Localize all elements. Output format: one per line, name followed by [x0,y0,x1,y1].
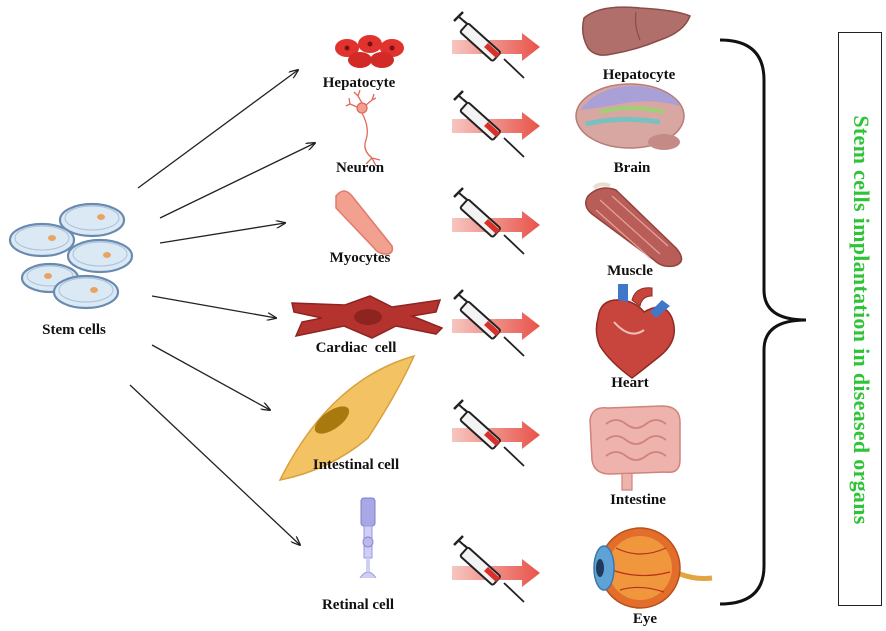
hepatocyte-cell-icon [335,35,404,68]
organ-label-intestine: Intestine [610,492,666,509]
neuron-cell-icon [346,90,380,166]
liver-icon [583,7,690,55]
myocyte-cell-icon [336,191,392,254]
organ-label-hepatocyte: Hepatocyte [603,67,675,84]
injection-row [452,400,540,466]
brain-icon [576,84,684,150]
retinal-cell-icon [360,498,376,578]
arrow-to-hepatocyte [138,70,298,188]
cell-label-neuron: Neuron [336,160,384,177]
grouping-brace [720,40,806,604]
stem-cells-dishes [10,204,132,308]
injection-row [452,188,540,254]
organ-label-eye: Eye [633,611,657,628]
petri-dish [10,224,74,256]
petri-dish [68,240,132,272]
petri-dish [54,276,118,308]
cell-label-myocytes: Myocytes [330,250,391,267]
injection-row [452,91,540,157]
intestine-icon [590,406,680,490]
cell-label-retinal: Retinal cell [322,597,394,614]
side-title: Stem cells implantation in diseased orga… [848,115,874,524]
heart-icon [596,284,674,378]
injection-row [452,290,540,356]
arrow-to-myocytes [160,223,285,243]
injection-row [452,12,540,78]
eye-icon [594,528,712,608]
side-title-box: Stem cells implantation in diseased orga… [838,32,882,606]
cell-label-intestinal: Intestinal cell [313,457,399,474]
cell-label-hepatocyte: Hepatocyte [323,75,395,92]
organ-label-muscle: Muscle [607,263,653,280]
stem-cells-label: Stem cells [42,322,106,339]
organ-label-brain: Brain [614,160,651,177]
arrow-to-cardiac-cell [152,296,276,318]
arrow-to-intestinal-cell [152,345,270,410]
injection-row [452,536,540,602]
arrow-to-retinal-cell [130,385,300,545]
cell-label-cardiac: Cardiac cell [316,340,397,357]
organ-label-heart: Heart [611,375,648,392]
muscle-icon [586,184,682,266]
cardiac-cell-icon [292,296,442,338]
